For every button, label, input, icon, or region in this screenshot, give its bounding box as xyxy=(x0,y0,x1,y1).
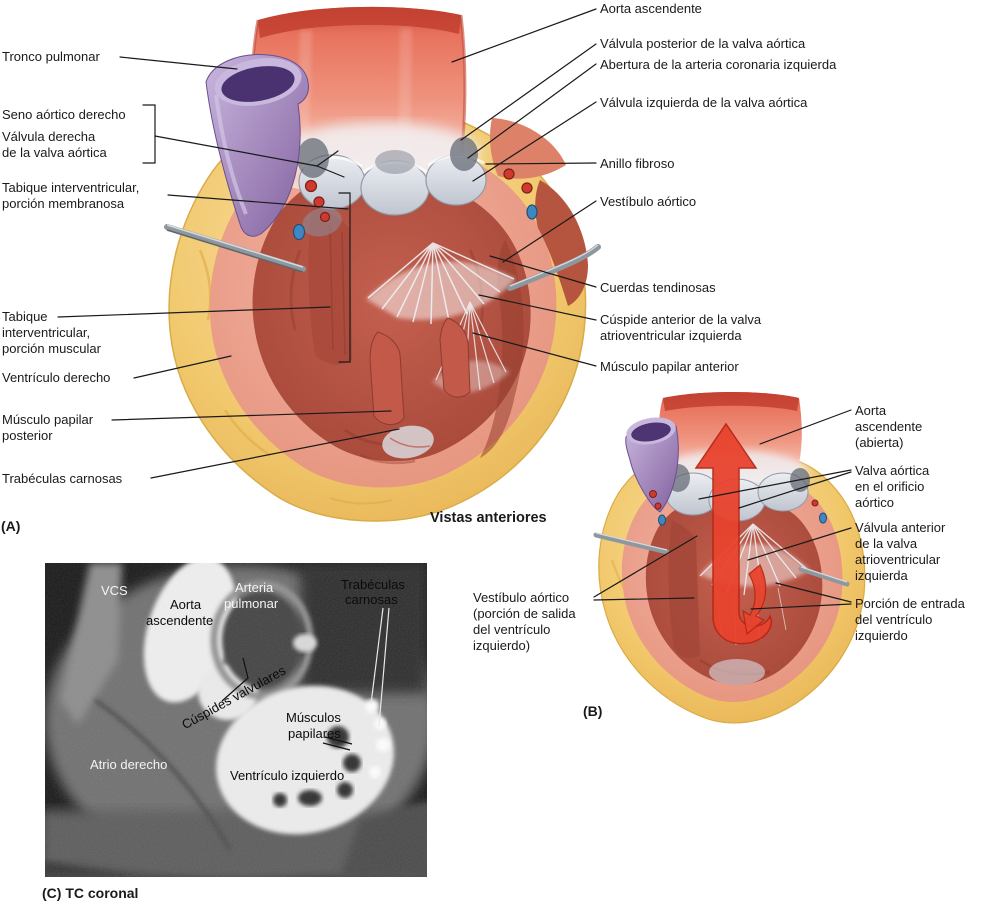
label-musculo-papilar-posterior-line1: Músculo papilar xyxy=(2,412,94,427)
label-vestibulo-aortico-a: Vestíbulo aórtico xyxy=(600,194,697,209)
label-aorta-b-line3: (abierta) xyxy=(855,435,904,450)
label-valvula-anterior-line4: izquierda xyxy=(855,568,908,583)
aortic-valve-cusps-a xyxy=(297,137,487,216)
leader-lines-a xyxy=(57,8,597,479)
label-vestibulo-b-line4: izquierdo) xyxy=(473,638,531,653)
leader-lines-b xyxy=(593,409,852,610)
pulmonary-trunk-b xyxy=(625,417,679,513)
label-ventriculo-derecho: Ventrículo derecho xyxy=(2,370,111,385)
label-ct-trabeculas-line1: Trabéculas xyxy=(341,577,405,592)
coronary-vessels-b xyxy=(649,490,827,526)
label-ct-ventriculo-izquierdo: Ventrículo izquierdo xyxy=(230,768,345,783)
label-tabique-membranoso-line2: porción membranosa xyxy=(2,196,125,211)
label-cuerdas-tendinosas: Cuerdas tendinosas xyxy=(600,280,716,295)
panel-c-tag: (C) TC coronal xyxy=(42,885,139,901)
ct-scan-image xyxy=(45,563,427,877)
label-vestibulo-b-line3: del ventrículo xyxy=(473,622,551,637)
label-valvula-izquierda: Válvula izquierda de la valva aórtica xyxy=(600,95,808,110)
label-valvula-anterior-line2: de la valva xyxy=(855,536,918,551)
probe-left-a xyxy=(164,224,306,273)
label-vestibulo-b-line2: (porción de salida xyxy=(473,606,576,621)
label-porcion-entrada-line2: del ventrículo xyxy=(855,612,933,627)
interventricular-septum-a xyxy=(308,205,352,365)
septum-bracket xyxy=(338,192,351,363)
label-aorta-ascendente-a: Aorta ascendente xyxy=(600,1,702,16)
label-musculo-papilar-anterior: Músculo papilar anterior xyxy=(600,359,739,374)
label-tabique-muscular-line1: Tabique xyxy=(2,309,48,324)
panel-b-tag: (B) xyxy=(583,703,603,719)
label-tabique-muscular-line2: interventricular, xyxy=(2,325,91,340)
label-porcion-entrada-line3: izquierdo xyxy=(855,628,908,643)
panel-a-tag: (A) xyxy=(1,518,21,534)
papillary-muscles-a xyxy=(369,317,471,425)
probe-right-b xyxy=(798,566,850,587)
label-ct-arteria-line2: pulmonar xyxy=(224,596,279,611)
coronary-vessels-a xyxy=(292,168,538,241)
probe-left-b xyxy=(593,532,670,555)
label-valvula-derecha-line1: Válvula derecha xyxy=(2,129,96,144)
heart-a-illustration xyxy=(164,6,601,522)
label-valva-aortica-line1: Valva aórtica xyxy=(855,463,930,478)
label-porcion-entrada-line1: Porción de entrada xyxy=(855,596,965,611)
label-cuspide-anterior-line1: Cúspide anterior de la valva xyxy=(600,312,762,327)
label-valvula-posterior: Válvula posterior de la valva aórtica xyxy=(600,36,806,51)
label-abertura-coronaria: Abertura de la arteria coronaria izquier… xyxy=(600,57,837,72)
label-musculo-papilar-posterior-line2: posterior xyxy=(2,428,53,443)
label-anillo-fibroso: Anillo fibroso xyxy=(600,156,675,171)
label-tabique-membranoso-line1: Tabique interventricular, xyxy=(2,180,140,195)
label-ct-musculos-line1: Músculos xyxy=(286,710,341,725)
label-valva-aortica-line2: en el orificio xyxy=(855,479,925,494)
label-cuspide-anterior-line2: atrioventricular izquierda xyxy=(600,328,742,343)
label-valvula-anterior-line1: Válvula anterior xyxy=(855,520,946,535)
label-valvula-anterior-line3: atrioventricular xyxy=(855,552,941,567)
panel-a-caption: Vistas anteriores xyxy=(430,510,547,526)
valve-bracket xyxy=(142,104,156,164)
label-ct-musculos-line2: papilares xyxy=(288,726,341,741)
label-ct-trabeculas-line2: carnosas xyxy=(345,592,398,607)
label-tronco-pulmonar: Tronco pulmonar xyxy=(2,49,100,64)
label-seno-aortico-derecho: Seno aórtico derecho xyxy=(2,107,126,122)
flow-arrow-small xyxy=(742,564,767,636)
label-ct-arteria-line1: Arteria xyxy=(235,580,274,595)
label-ct-vcs: VCS xyxy=(101,583,128,598)
label-vestibulo-b-line1: Vestíbulo aórtico xyxy=(473,590,570,605)
label-valvula-derecha-line2: de la valva aórtica xyxy=(2,145,107,160)
label-ct-aorta-line1: Aorta xyxy=(170,597,202,612)
label-ct-aorta-line2: ascendente xyxy=(146,613,214,628)
label-ct-atrio-derecho: Atrio derecho xyxy=(90,757,168,772)
ct-leader-lines xyxy=(221,607,390,751)
label-tabique-muscular-line3: porción muscular xyxy=(2,341,101,356)
label-aorta-b-line1: Aorta xyxy=(855,403,887,418)
label-trabeculas-carnosas-a: Trabéculas carnosas xyxy=(2,471,123,486)
label-aorta-b-line2: ascendente xyxy=(855,419,923,434)
pulmonary-trunk-a xyxy=(205,54,309,237)
probe-right-a xyxy=(507,244,601,291)
label-valva-aortica-line3: aórtico xyxy=(855,495,895,510)
heart-b-illustration xyxy=(593,392,866,724)
chordae-fan-a xyxy=(366,242,516,394)
